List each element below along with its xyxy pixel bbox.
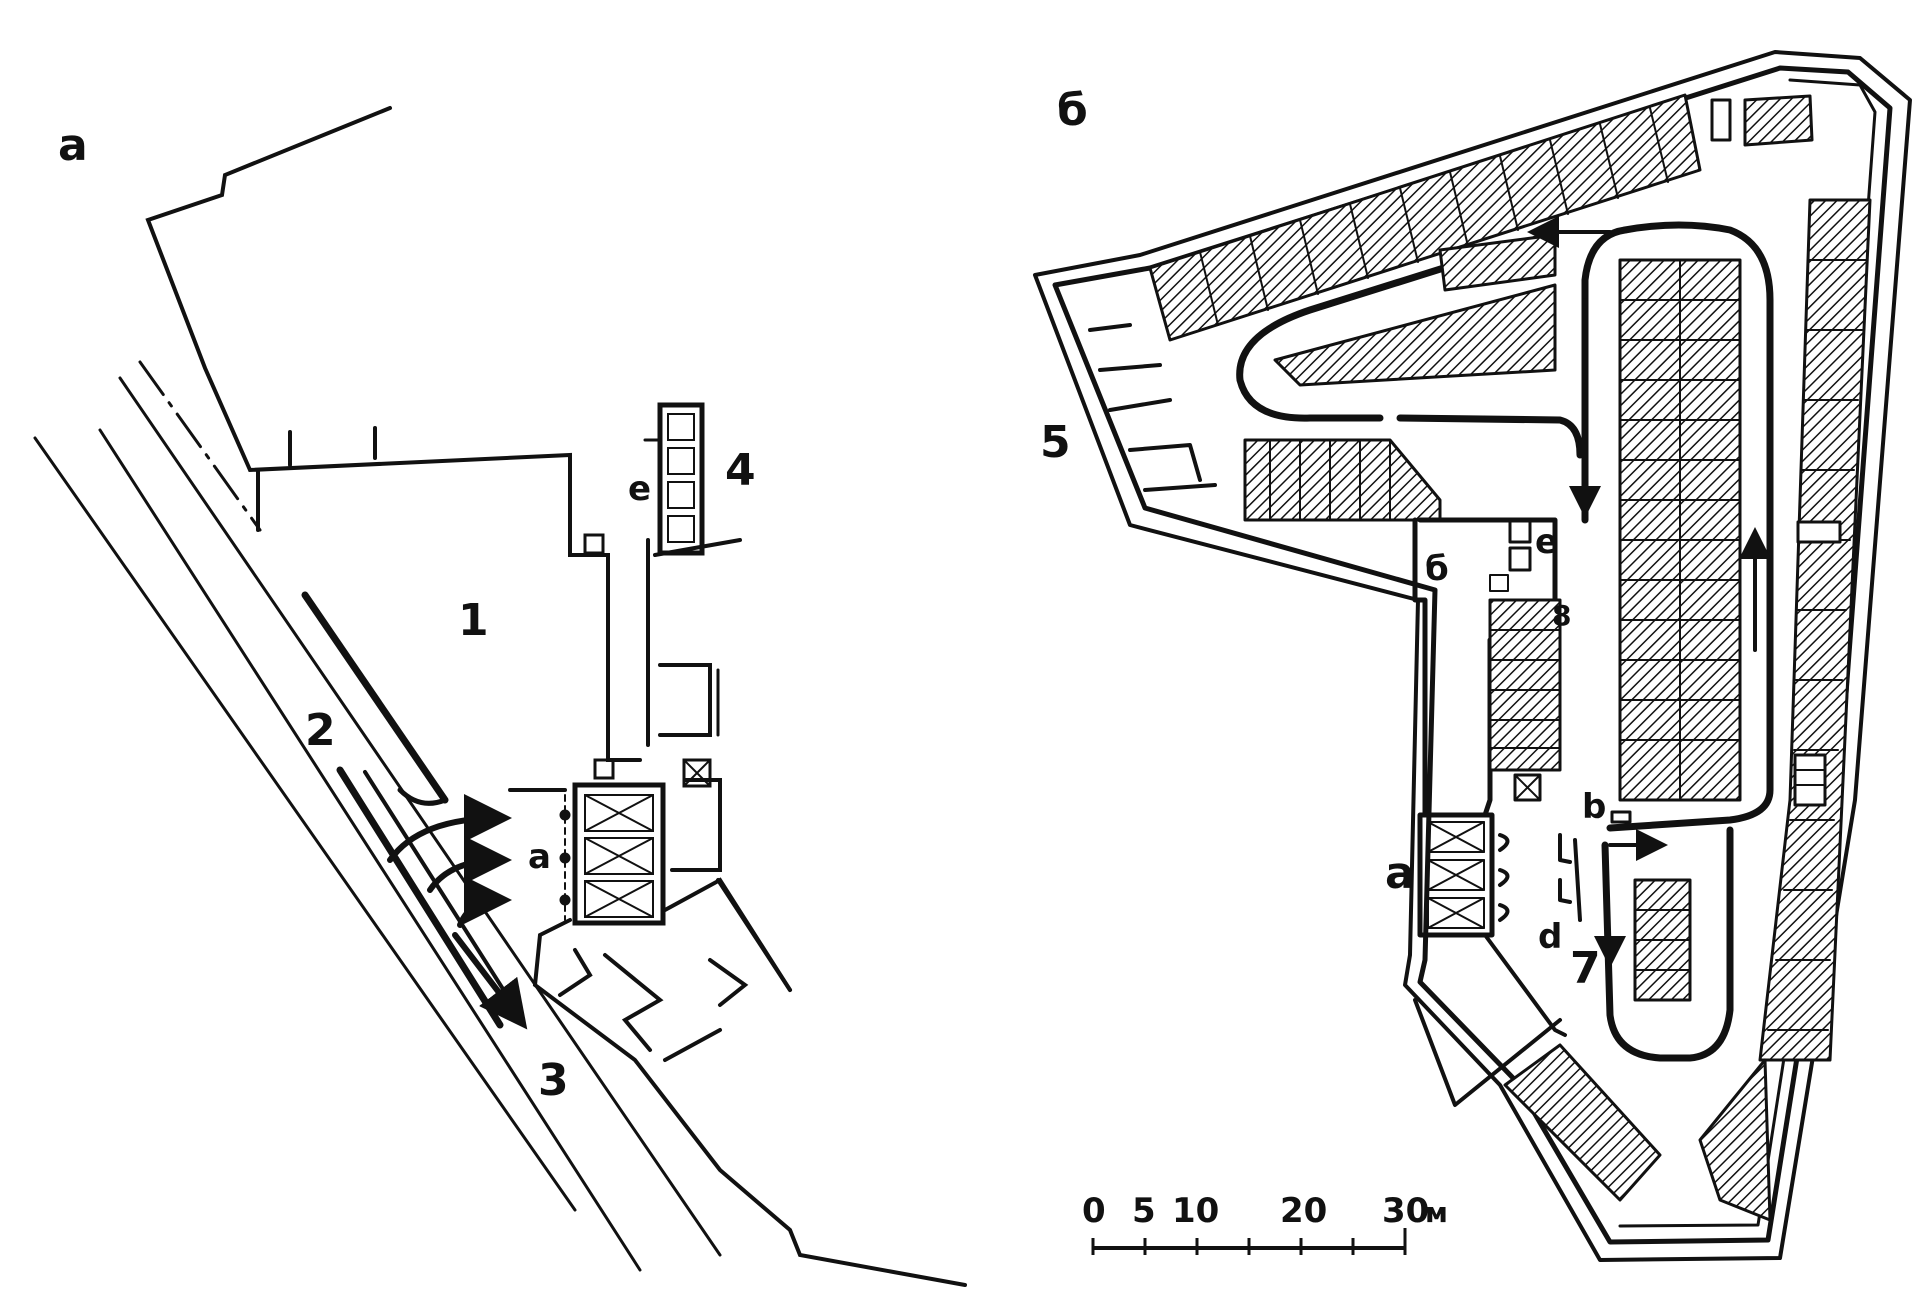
plan-a-label-1: 1	[458, 595, 489, 646]
inner-wall	[558, 948, 593, 997]
elevator-stack	[657, 402, 705, 556]
plan-b-label-7: 7	[1570, 943, 1601, 994]
stalls-right-column	[1758, 198, 1872, 1062]
plan-b	[1033, 50, 1912, 1262]
building-outline	[532, 918, 967, 1287]
inner-wall	[670, 778, 722, 872]
inner-wall	[663, 1028, 722, 1062]
stalls-top-row	[1148, 93, 1702, 342]
garage-outline-inner	[1052, 65, 1893, 1245]
inner-wall	[658, 663, 712, 737]
central-island	[1606, 221, 1774, 832]
stalls-left-column	[1488, 598, 1562, 772]
street-line	[33, 436, 577, 1212]
scale-tick-10: 10	[1172, 1191, 1219, 1231]
plan-a	[33, 106, 967, 1287]
median	[301, 591, 449, 804]
plan-a-label-e: e	[628, 469, 651, 509]
stair-block	[583, 533, 605, 555]
street-dashed	[138, 360, 262, 532]
plan-a-label-a: a	[528, 837, 551, 877]
median	[336, 766, 504, 1029]
street-line	[118, 376, 722, 1257]
scale-bar	[1091, 1228, 1407, 1255]
core-6	[1412, 517, 1558, 818]
scale-tick-0: 0	[1082, 1191, 1106, 1231]
scale-tick-20: 20	[1280, 1191, 1327, 1231]
plan-b-label-d: d	[1538, 917, 1562, 957]
plan-b-label-6: б	[1425, 549, 1449, 589]
entry-gates	[572, 782, 666, 926]
inner-wall	[568, 476, 642, 762]
traffic-arrows	[1527, 216, 1771, 968]
scale-tick-30: 30	[1382, 1191, 1429, 1231]
building-outline	[145, 106, 572, 480]
inner-ramp-island	[1236, 229, 1559, 422]
plan-a-label-3: 3	[538, 1055, 569, 1106]
panel-b-label: б	[1057, 85, 1088, 136]
scale-unit: м	[1425, 1196, 1448, 1229]
inner-wall	[603, 953, 664, 1052]
plan-a-label-2: 2	[305, 705, 336, 756]
plan-b-label-8: 8	[1552, 599, 1571, 632]
plan-a-label-4: 4	[725, 445, 756, 496]
garage-outline-outer	[1033, 50, 1912, 1262]
plan-b-label-5: 5	[1040, 417, 1071, 468]
lower-wall	[1483, 933, 1567, 1037]
plan-b-label-a: a	[1385, 848, 1415, 899]
lift-box	[682, 758, 712, 788]
entry-arrows	[387, 794, 528, 1030]
plan-b-label-b: b	[1582, 787, 1606, 827]
stair-block	[593, 758, 615, 780]
median	[363, 770, 512, 1002]
plan-b-label-e: e	[1535, 522, 1558, 562]
entry-gates-b	[1417, 812, 1495, 938]
street-line	[98, 428, 642, 1272]
inner-wall	[708, 958, 749, 1007]
scale-tick-5: 5	[1132, 1191, 1156, 1231]
panel-a-label: a	[58, 120, 88, 171]
